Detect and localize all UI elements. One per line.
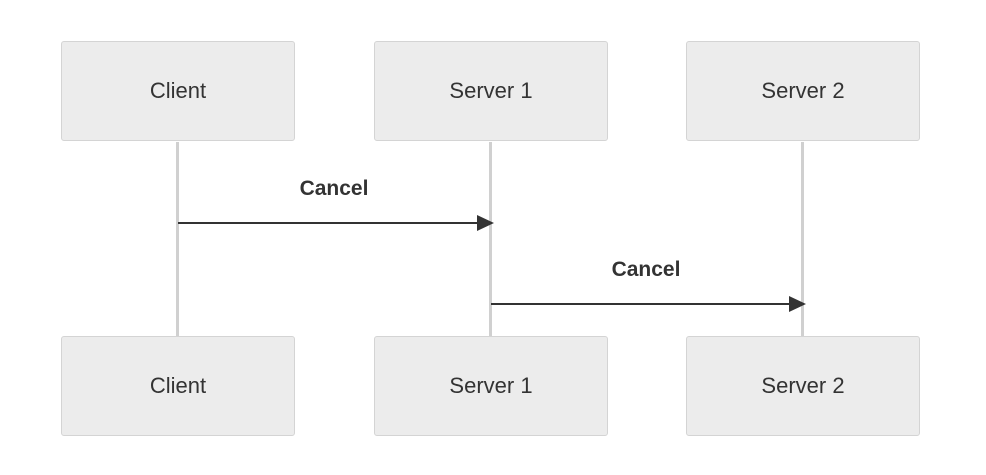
arrowhead-2 [789,296,806,312]
participant-server-2-top: Server 2 [686,41,920,141]
participant-client-bottom: Client [61,336,295,436]
lifeline-server-2 [801,142,804,336]
message-label-1: Cancel [299,177,369,200]
participant-server-2-bottom: Server 2 [686,336,920,436]
lifeline-server-1 [489,142,492,336]
lifeline-client [176,142,179,336]
participant-client-top: Client [61,41,295,141]
arrowhead-1 [477,215,494,231]
participant-server-1-top: Server 1 [374,41,608,141]
message-label-2: Cancel [611,258,681,281]
participant-server-1-bottom: Server 1 [374,336,608,436]
